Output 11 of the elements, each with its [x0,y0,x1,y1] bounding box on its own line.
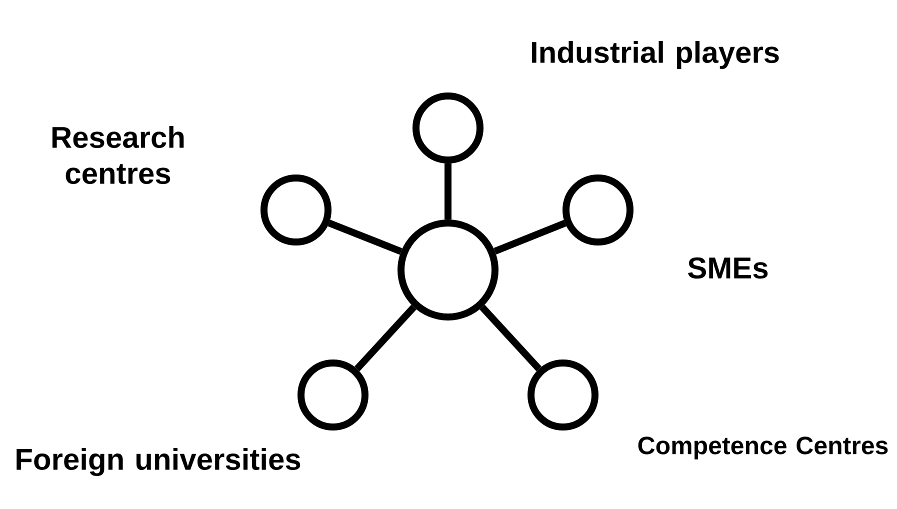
node-label: Research centres [52,126,184,184]
node-label: Competence Centres [638,436,888,460]
connector-line [444,164,452,220]
connector-line [494,220,566,254]
circle [398,220,498,320]
connector-line [354,304,416,372]
connector-line [328,220,402,255]
connector-line [480,304,542,372]
node-label: SMEs [688,257,768,279]
node-label: Industrial players [532,41,779,69]
node-label: Foreign universities [16,448,300,476]
